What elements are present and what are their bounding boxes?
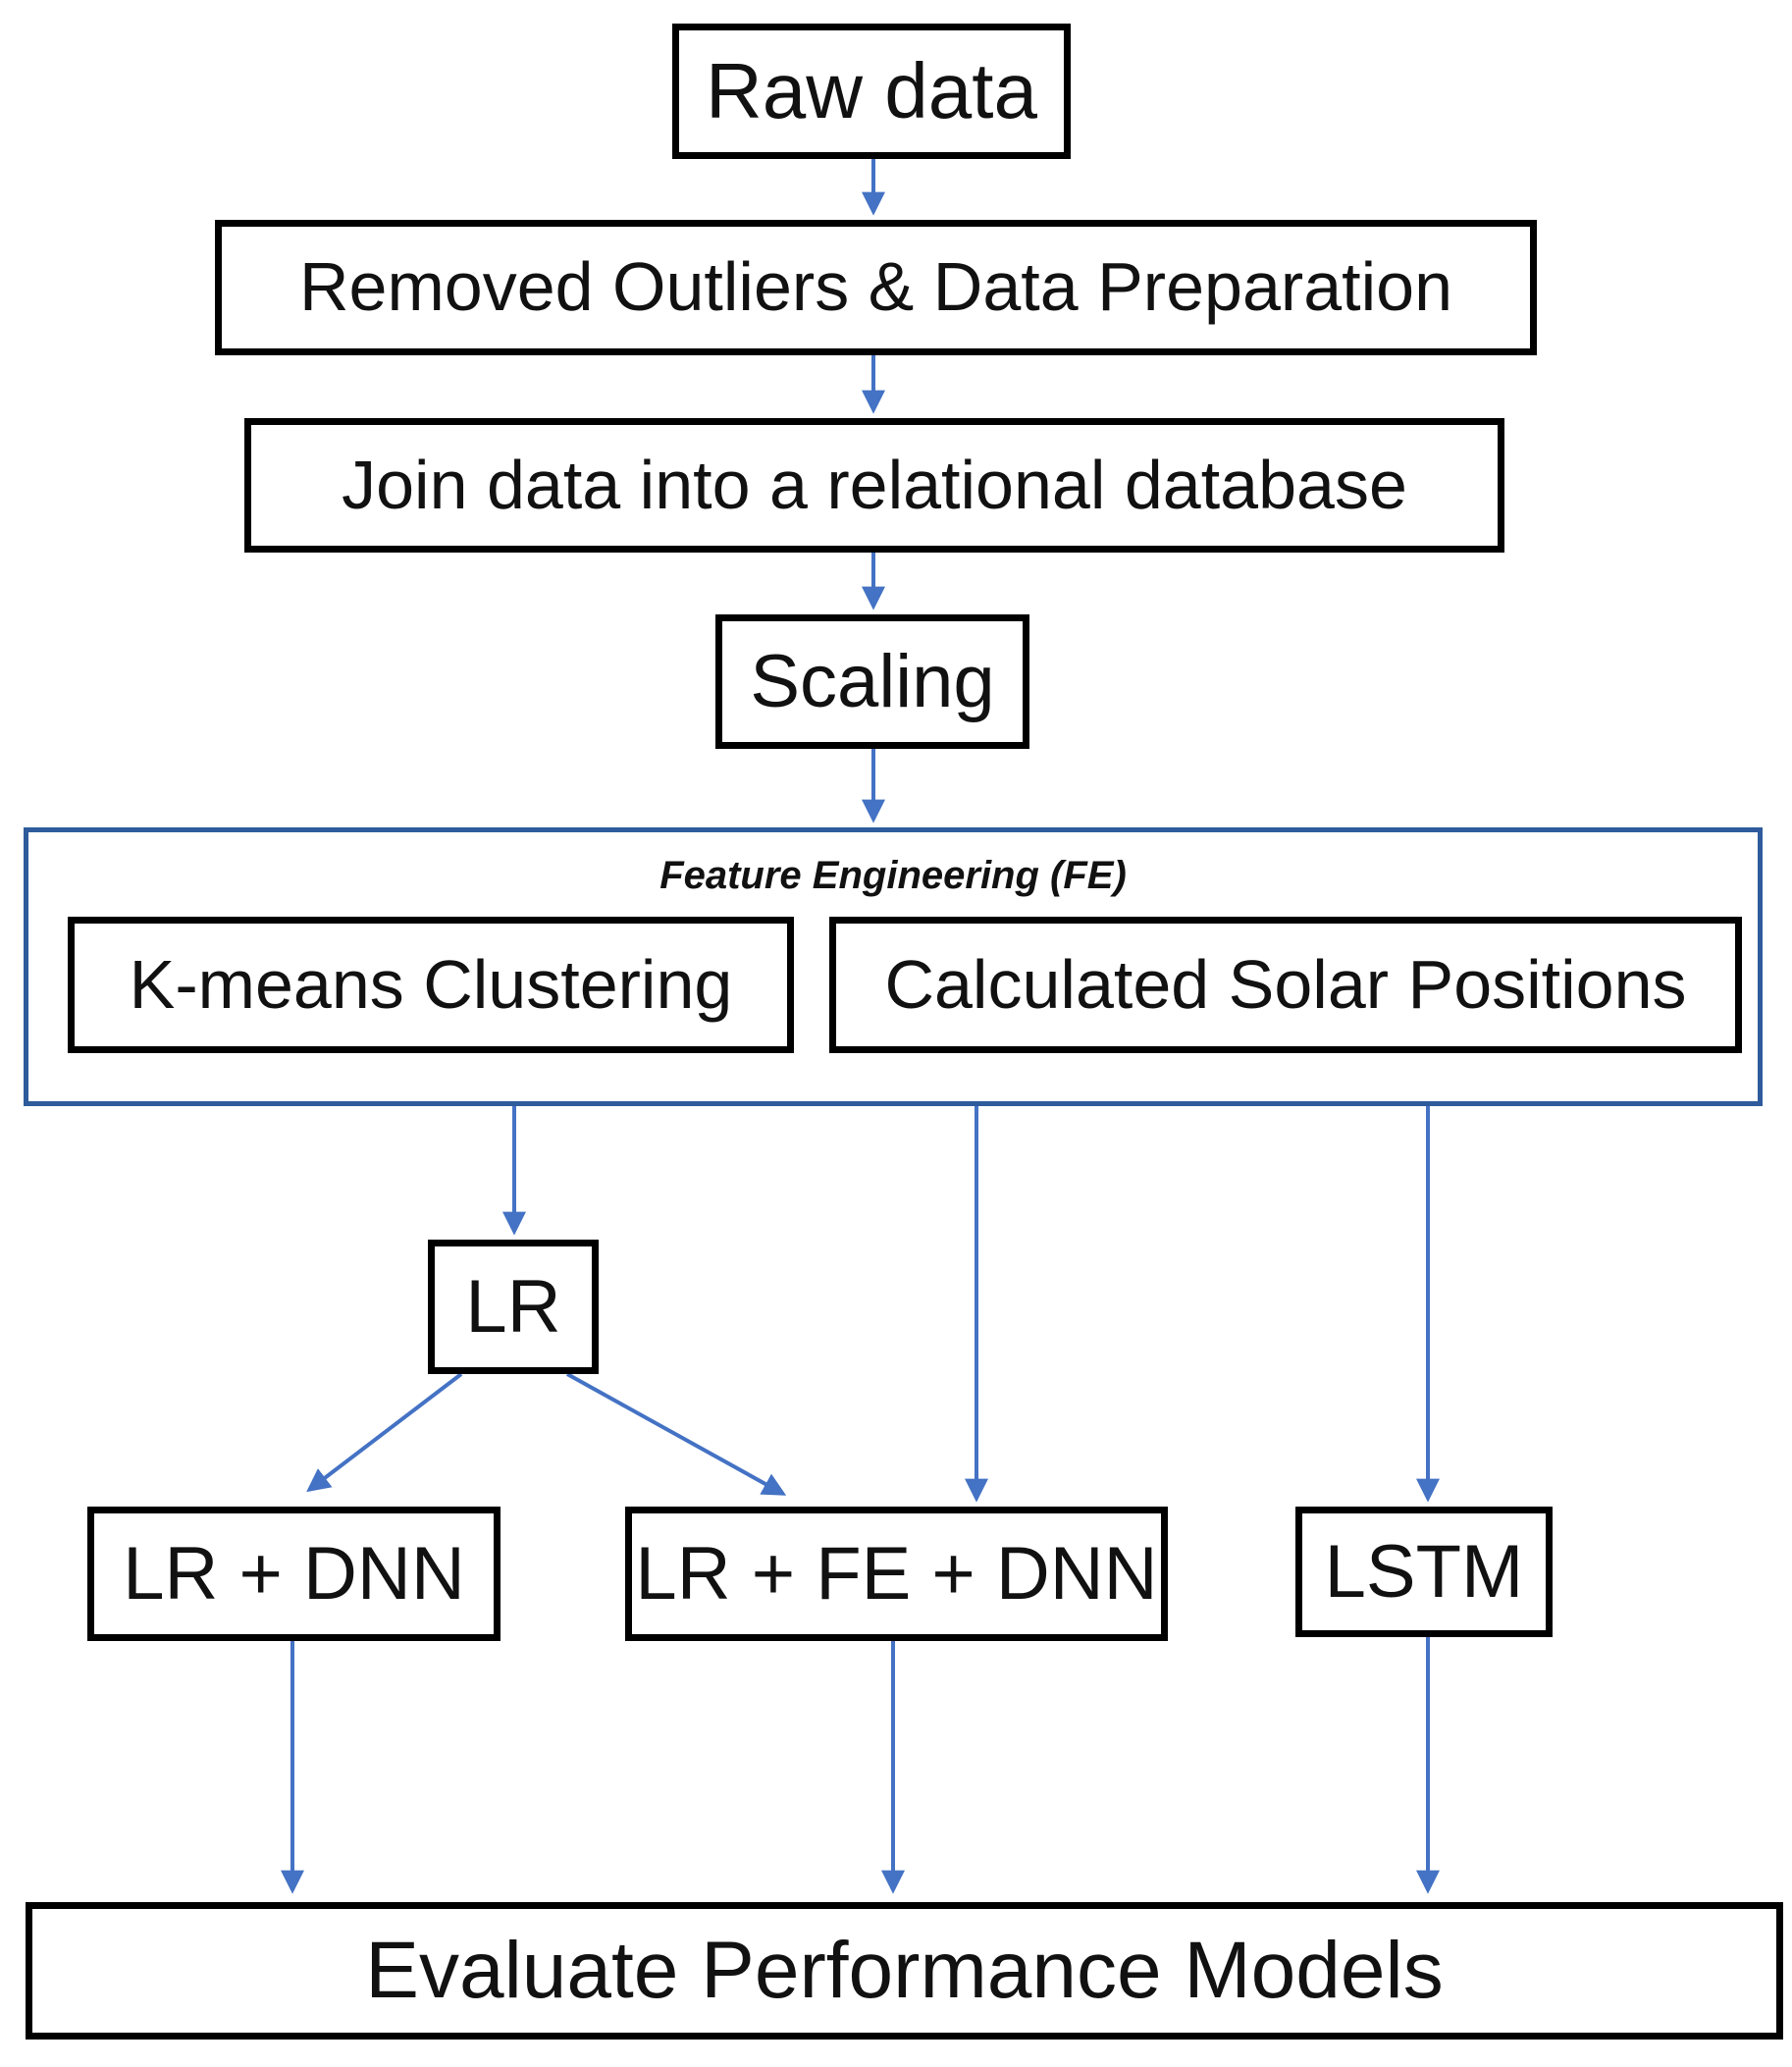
node-lr-dnn: LR + DNN [87,1507,501,1641]
node-kmeans-clustering: K-means Clustering [68,917,794,1053]
arrow-lr-to-lr-dnn [306,1372,463,1493]
node-lr-fe-dnn: LR + FE + DNN [625,1507,1168,1641]
node-scaling: Scaling [715,614,1029,749]
node-evaluate-performance-models: Evaluate Performance Models [26,1902,1783,2040]
node-calculated-solar-positions: Calculated Solar Positions [829,917,1742,1053]
node-removed-outliers: Removed Outliers & Data Preparation [215,220,1537,355]
node-raw-data: Raw data [672,24,1071,159]
node-join-data: Join data into a relational database [244,418,1504,553]
feature-engineering-label: Feature Engineering (FE) [659,854,1127,897]
arrow-lr-to-lr-fe-dnn [566,1372,787,1496]
node-lr: LR [428,1240,599,1374]
node-lstm: LSTM [1295,1507,1553,1637]
